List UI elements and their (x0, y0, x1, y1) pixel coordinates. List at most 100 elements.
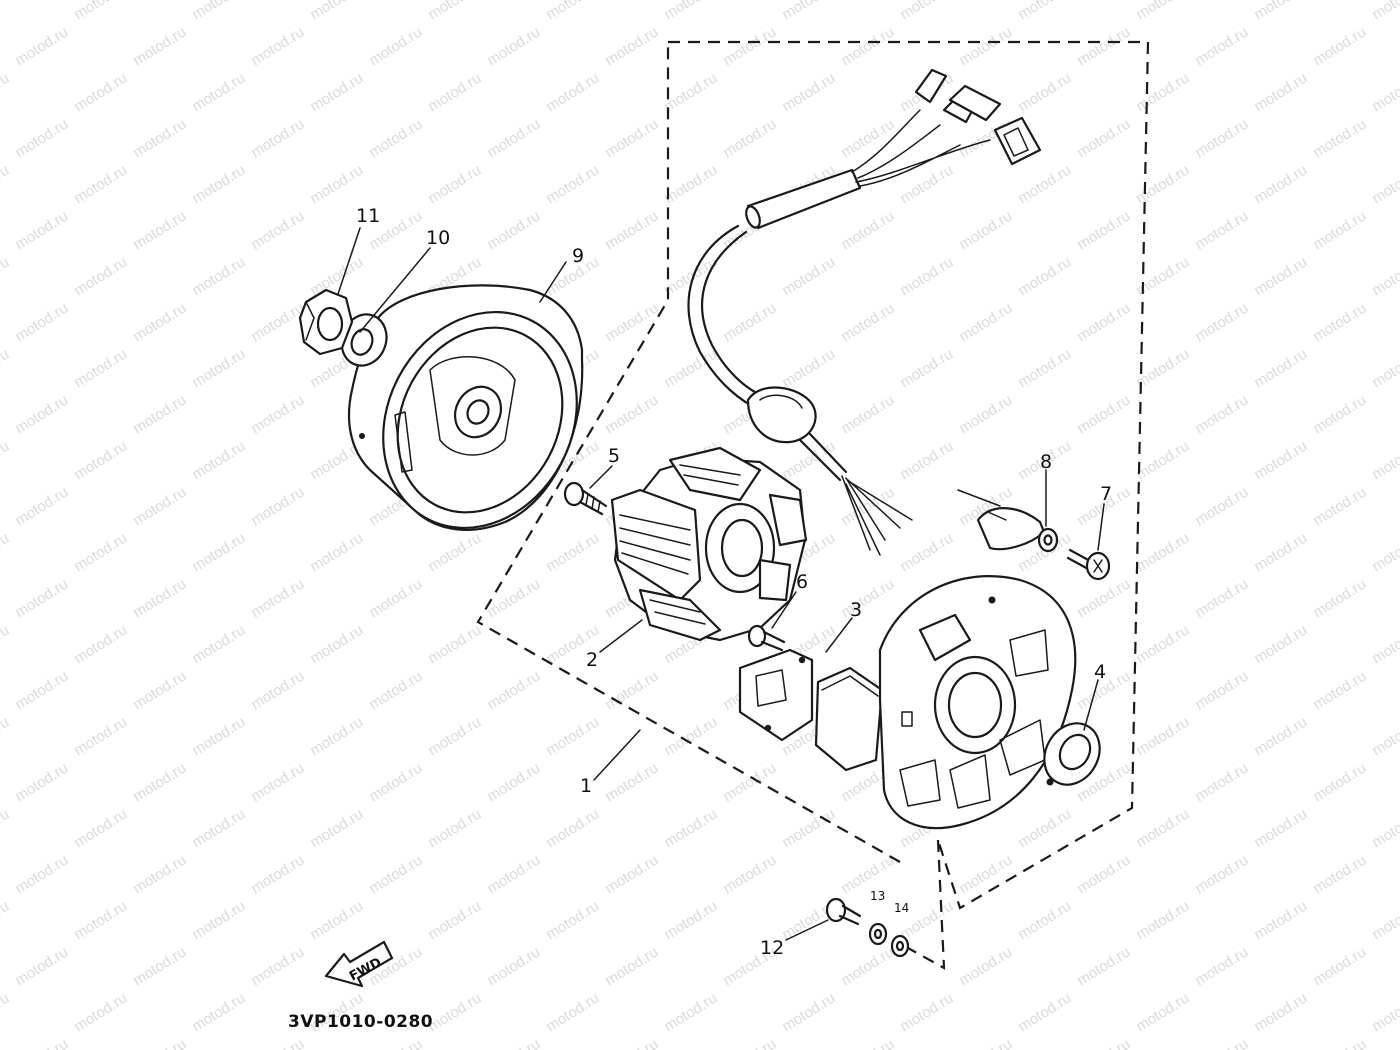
callout-5: 5 (608, 445, 620, 467)
watermark-text: motod.ru (307, 714, 366, 760)
watermark-text: motod.ru (1074, 1036, 1133, 1050)
watermark-text: motod.ru (307, 162, 366, 208)
watermark-text: motod.ru (779, 990, 838, 1036)
watermark-text: motod.ru (307, 70, 366, 116)
watermark-text: motod.ru (366, 852, 425, 898)
watermark-text: motod.ru (897, 990, 956, 1036)
watermark-text: motod.ru (189, 622, 248, 668)
watermark-text: motod.ru (0, 898, 12, 944)
watermark-text: motod.ru (1369, 898, 1400, 944)
washer-14 (890, 934, 910, 958)
watermark-text: motod.ru (1310, 116, 1369, 162)
watermark-text: motod.ru (1310, 760, 1369, 806)
watermark-text: motod.ru (425, 806, 484, 852)
watermark-text: motod.ru (425, 622, 484, 668)
callout-labels: 1 2 3 4 5 6 7 8 9 10 11 12 13 14 (356, 205, 1112, 959)
watermark-text: motod.ru (12, 668, 71, 714)
watermark-text: motod.ru (1133, 438, 1192, 484)
watermark-text: motod.ru (1015, 0, 1074, 23)
watermark-text: motod.ru (71, 898, 130, 944)
watermark-text: motod.ru (248, 392, 307, 438)
watermark-text: motod.ru (1133, 898, 1192, 944)
watermark-text: motod.ru (543, 162, 602, 208)
watermark-text: motod.ru (71, 530, 130, 576)
watermark-text: motod.ru (661, 0, 720, 23)
watermark-text: motod.ru (484, 208, 543, 254)
watermark-text: motod.ru (661, 714, 720, 760)
callout-11: 11 (356, 205, 380, 227)
watermark-text: motod.ru (838, 24, 897, 70)
watermark-text: motod.ru (484, 576, 543, 622)
watermark-text: motod.ru (602, 116, 661, 162)
watermark-text: motod.ru (0, 346, 12, 392)
stator-coil (610, 446, 808, 642)
watermark-text: motod.ru (1369, 70, 1400, 116)
watermark-text: motod.ru (1192, 24, 1251, 70)
watermark-text: motod.ru (425, 70, 484, 116)
watermark-text: motod.ru (248, 760, 307, 806)
watermark-text: motod.ru (1310, 300, 1369, 346)
watermark-text: motod.ru (1015, 990, 1074, 1036)
watermark-text: motod.ru (602, 1036, 661, 1050)
watermark-text: motod.ru (1015, 346, 1074, 392)
watermark-text: motod.ru (1133, 714, 1192, 760)
watermark-text: motod.ru (720, 300, 779, 346)
watermark-text: motod.ru (1133, 0, 1192, 23)
watermark-text: motod.ru (189, 714, 248, 760)
watermark-text: motod.ru (130, 576, 189, 622)
watermark-text: motod.ru (307, 898, 366, 944)
watermark-text: motod.ru (71, 714, 130, 760)
watermark-text: motod.ru (189, 0, 248, 23)
watermark-text: motod.ru (130, 116, 189, 162)
watermark-text: motod.ru (425, 0, 484, 23)
watermark-text: motod.ru (661, 990, 720, 1036)
callout-2: 2 (586, 649, 598, 671)
watermark-text: motod.ru (130, 760, 189, 806)
watermark-text: motod.ru (130, 484, 189, 530)
watermark-text: motod.ru (307, 0, 366, 23)
watermark-text: motod.ru (12, 944, 71, 990)
nut-11 (298, 288, 354, 356)
watermark-text: motod.ru (1369, 530, 1400, 576)
watermark-text: motod.ru (12, 300, 71, 346)
watermark-text: motod.ru (897, 254, 956, 300)
watermark-text: motod.ru (1192, 760, 1251, 806)
watermark-text: motod.ru (0, 990, 12, 1036)
watermark-text: motod.ru (484, 852, 543, 898)
watermark-text: motod.ru (1015, 898, 1074, 944)
watermark-text: motod.ru (1192, 208, 1251, 254)
watermark-text: motod.ru (0, 438, 12, 484)
watermark-text: motod.ru (71, 622, 130, 668)
watermark-text: motod.ru (661, 806, 720, 852)
watermark-text: motod.ru (1310, 392, 1369, 438)
watermark-text: motod.ru (248, 24, 307, 70)
watermark-text: motod.ru (1133, 622, 1192, 668)
watermark-text: motod.ru (543, 806, 602, 852)
watermark-text: motod.ru (12, 1036, 71, 1050)
watermark-text: motod.ru (1015, 806, 1074, 852)
watermark-text: motod.ru (1310, 852, 1369, 898)
watermark-text: motod.ru (0, 530, 12, 576)
watermark-text: motod.ru (838, 576, 897, 622)
watermark-text: motod.ru (1369, 0, 1400, 23)
watermark-text: motod.ru (248, 668, 307, 714)
watermark-text: motod.ru (1015, 254, 1074, 300)
watermark-text: motod.ru (130, 208, 189, 254)
watermark-text: motod.ru (12, 484, 71, 530)
watermark-text: motod.ru (1074, 300, 1133, 346)
watermark-text: motod.ru (1133, 162, 1192, 208)
stator-plate (878, 575, 1077, 830)
watermark-text: motod.ru (0, 806, 12, 852)
watermark-text: motod.ru (1192, 1036, 1251, 1050)
watermark-text: motod.ru (1369, 622, 1400, 668)
watermark-text: motod.ru (1369, 806, 1400, 852)
watermark-text: motod.ru (130, 392, 189, 438)
watermark-text: motod.ru (189, 346, 248, 392)
watermark-text: motod.ru (720, 760, 779, 806)
watermark-text: motod.ru (189, 898, 248, 944)
watermark-text: motod.ru (1369, 346, 1400, 392)
washer-13 (868, 922, 888, 946)
watermark-text: motod.ru (0, 0, 12, 23)
watermark-text: motod.ru (189, 990, 248, 1036)
watermark-text: motod.ru (484, 668, 543, 714)
